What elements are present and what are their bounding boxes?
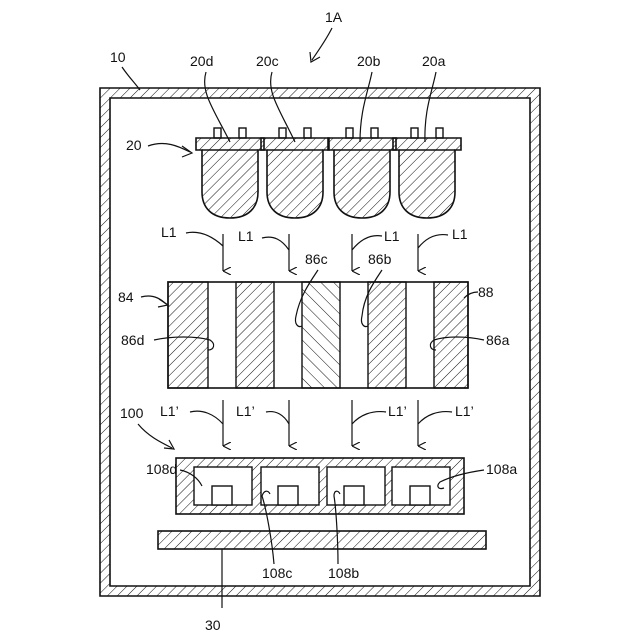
label-86b: 86b xyxy=(368,251,392,267)
leader-l1-4 xyxy=(418,235,448,248)
leader-l1f-2 xyxy=(266,412,289,424)
label-86d: 86d xyxy=(121,332,144,348)
label-20a: 20a xyxy=(422,53,446,69)
label-108a: 108a xyxy=(486,461,517,477)
light-source-group xyxy=(196,128,461,218)
label-l1-2: L1 xyxy=(238,228,254,244)
label-l1f-2: L1’ xyxy=(236,403,255,419)
stage xyxy=(158,531,486,549)
light-source-group-arrowhead xyxy=(182,146,192,157)
sensor-unit xyxy=(176,458,464,514)
filter-unit-arrowhead xyxy=(158,299,168,307)
housing-label: 10 xyxy=(110,49,126,65)
label-l1-3: L1 xyxy=(384,228,400,244)
label-108b: 108b xyxy=(328,565,359,581)
housing-leader xyxy=(122,67,140,90)
leader-l1f-3 xyxy=(352,412,386,424)
label-l1-4: L1 xyxy=(452,226,468,242)
leader-l1f-1 xyxy=(190,411,223,424)
leader-20a xyxy=(425,72,436,142)
device-arrowhead xyxy=(310,52,320,62)
device-leader xyxy=(312,28,332,60)
leader-l1f-4 xyxy=(418,412,452,424)
label-86a: 86a xyxy=(486,332,510,348)
label-l1f-3: L1’ xyxy=(388,403,407,419)
light-source-20a xyxy=(393,128,461,218)
light-source-group-label: 20 xyxy=(126,137,142,153)
device-label: 1A xyxy=(325,9,343,25)
filter-unit-leader xyxy=(141,296,166,304)
label-86c: 86c xyxy=(305,251,328,267)
stage-label: 30 xyxy=(205,617,221,633)
filter-unit-label: 84 xyxy=(118,289,134,305)
leader-l1-2 xyxy=(262,237,289,250)
leader-l1-1 xyxy=(186,232,223,246)
label-l1-1: L1 xyxy=(161,224,177,240)
label-l1f-4: L1’ xyxy=(455,403,474,419)
filter-unit xyxy=(168,282,468,388)
label-l1f-1: L1’ xyxy=(160,403,179,419)
leader-20b xyxy=(360,72,372,142)
leader-l1-3 xyxy=(352,236,382,250)
sensor-unit-label: 100 xyxy=(120,405,144,421)
sensor-unit-leader xyxy=(138,424,172,448)
label-20b: 20b xyxy=(357,53,381,69)
light-source-20b xyxy=(328,128,396,218)
label-20c: 20c xyxy=(256,53,279,69)
label-108c: 108c xyxy=(262,565,292,581)
filter-right-label: 88 xyxy=(478,284,494,300)
label-20d: 20d xyxy=(190,53,213,69)
label-108d: 108d xyxy=(146,461,177,477)
